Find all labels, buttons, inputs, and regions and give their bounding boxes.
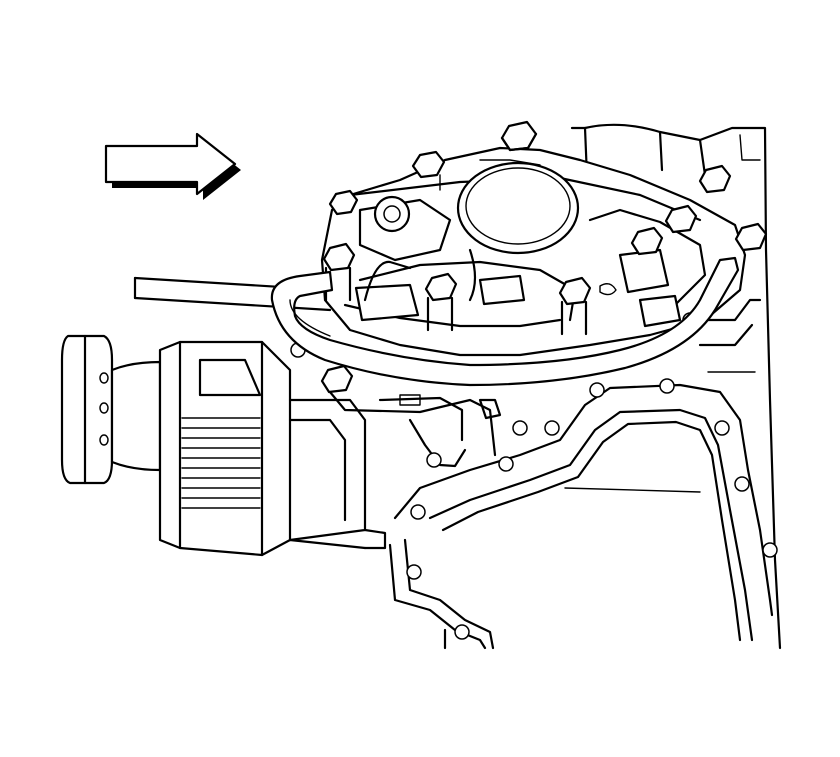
bolt-head — [664, 204, 698, 234]
bolt-head — [320, 364, 354, 394]
bolt-head — [558, 276, 592, 336]
bolt-head — [630, 226, 664, 256]
oil-pan — [388, 383, 774, 650]
arrow-right-icon — [104, 132, 241, 200]
extension-housing — [158, 340, 387, 557]
output-flange — [60, 334, 162, 485]
bolt-head — [698, 164, 732, 194]
bolt-head — [411, 150, 446, 179]
bolt-head — [424, 272, 458, 332]
linkage-details — [328, 248, 502, 468]
bolt-head — [500, 120, 538, 152]
bolt-head — [328, 189, 359, 216]
bolt-head — [734, 222, 768, 252]
bolt-head — [322, 242, 356, 302]
pan-bolts — [406, 378, 778, 640]
wiring-harness — [270, 256, 740, 387]
